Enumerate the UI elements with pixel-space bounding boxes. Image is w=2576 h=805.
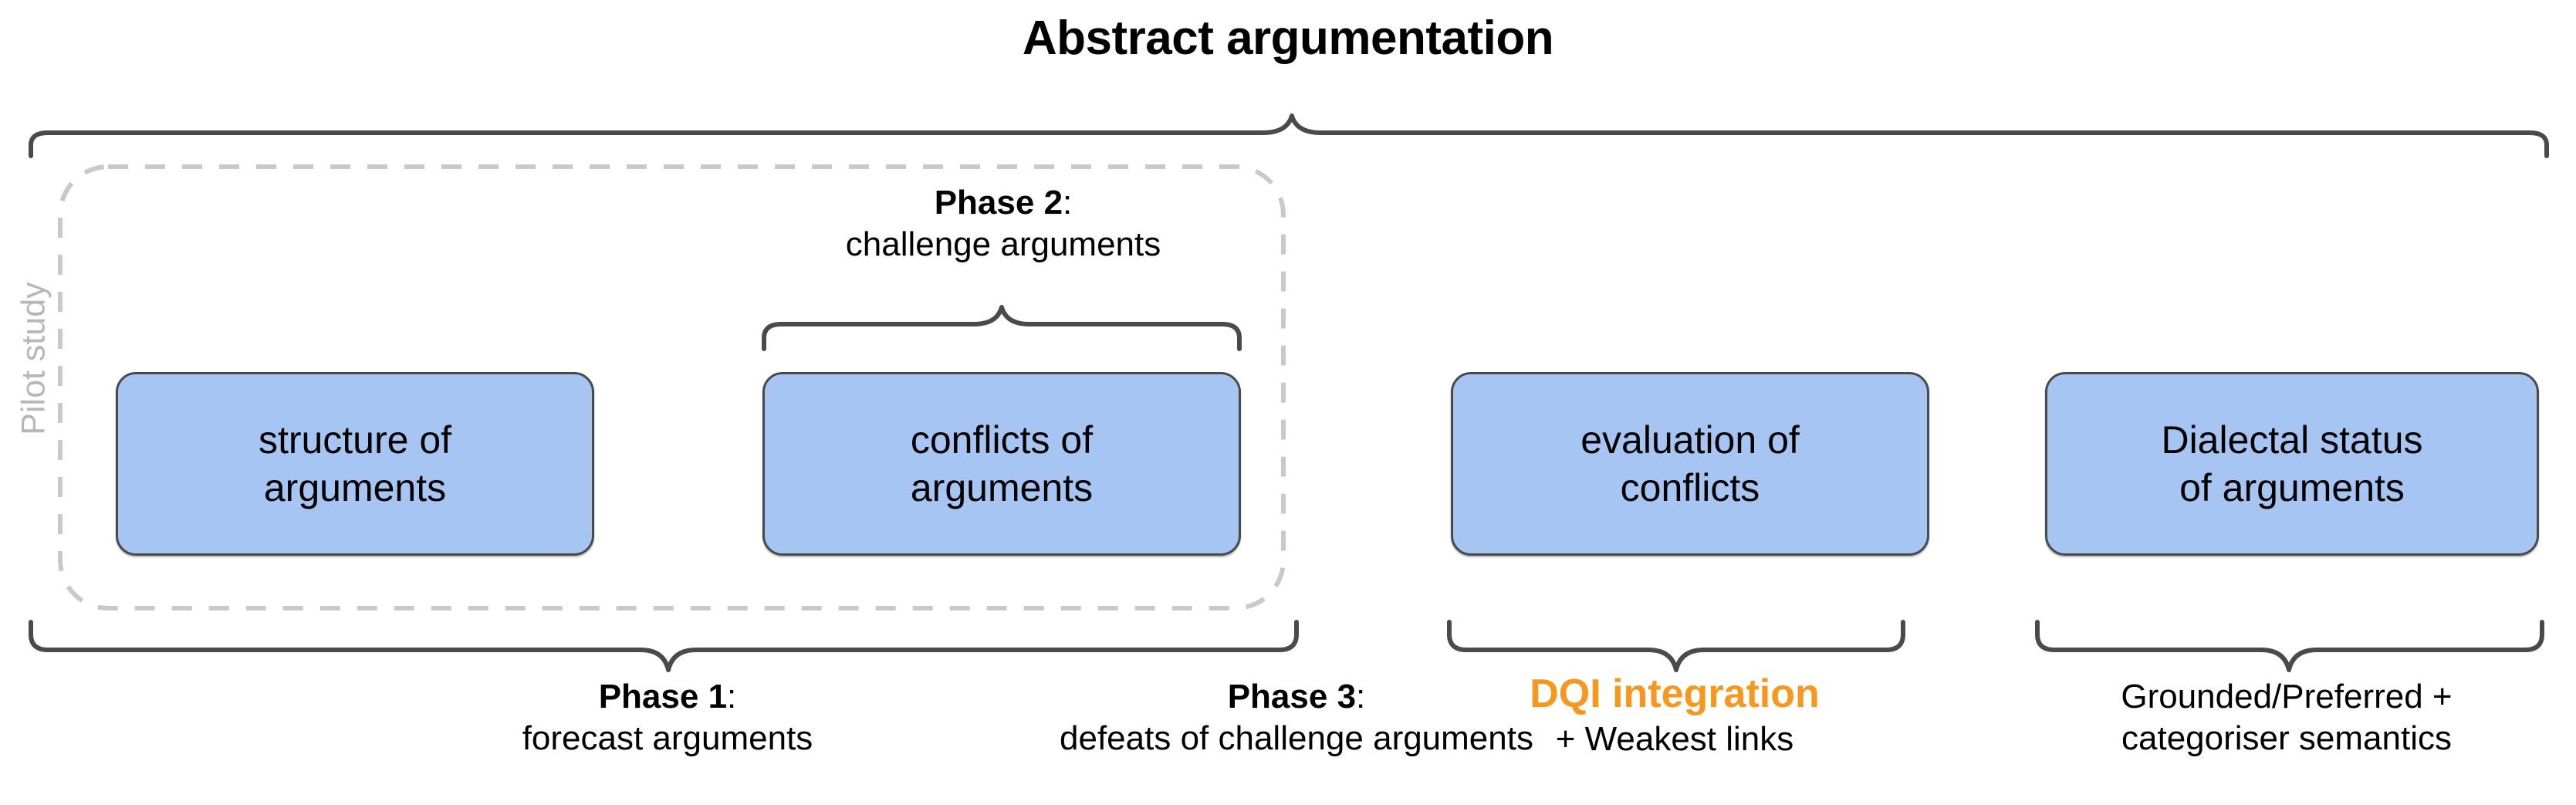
box-dialectal-line1: Dialectal status — [2161, 418, 2423, 462]
phase1-phase3-brace — [29, 620, 1299, 672]
box-conflicts-of-arguments[interactable]: conflicts of arguments — [762, 372, 1241, 556]
box-structure-line2: arguments — [263, 466, 447, 509]
phase2-caption: Phase 2: challenge arguments — [710, 182, 1296, 265]
semantics-caption: Grounded/Preferred + categoriser semanti… — [1997, 676, 2576, 759]
dqi-caption: DQI integration + Weakest links — [1370, 670, 1979, 760]
dqi-caption-head: DQI integration — [1530, 671, 1820, 716]
phase1-caption-sub: forecast arguments — [522, 719, 813, 757]
semantics-caption-line2: categoriser semantics — [2121, 719, 2452, 757]
phase3-caption-sub: defeats of challenge arguments — [1060, 719, 1533, 757]
phase2-caption-sub: challenge arguments — [845, 225, 1161, 263]
phase2-brace — [762, 305, 1242, 351]
phase1-caption-colon: : — [727, 678, 737, 715]
box-dialectal-line2: of arguments — [2179, 466, 2405, 509]
phase3-caption: Phase 3: defeats of challenge arguments — [911, 676, 1682, 759]
box-evaluation-of-conflicts[interactable]: evaluation of conflicts — [1451, 372, 1929, 556]
dqi-caption-sub: + Weakest links — [1555, 720, 1794, 759]
semantics-brace — [2035, 620, 2544, 672]
pilot-study-label: Pilot study — [15, 282, 52, 435]
box-structure-of-arguments[interactable]: structure of arguments — [116, 372, 594, 556]
box-structure-line1: structure of — [258, 418, 452, 462]
phase2-caption-colon: : — [1063, 184, 1073, 222]
box-conflicts-line2: arguments — [910, 466, 1094, 509]
abstract-argumentation-brace — [29, 113, 2549, 158]
box-evaluation-line2: conflicts — [1620, 466, 1760, 509]
phase3-caption-head: Phase 3 — [1227, 678, 1357, 715]
phase3-caption-colon: : — [1356, 678, 1366, 715]
box-evaluation-line1: evaluation of — [1580, 418, 1800, 462]
phase1-caption-head: Phase 1 — [598, 678, 728, 715]
semantics-caption-line1: Grounded/Preferred + — [2121, 678, 2453, 715]
phase1-caption: Phase 1: forecast arguments — [370, 676, 965, 759]
box-dialectal-status-of-arguments[interactable]: Dialectal status of arguments — [2045, 372, 2539, 556]
dqi-brace — [1447, 620, 1905, 672]
phase2-caption-head: Phase 2 — [934, 184, 1063, 222]
page-title: Abstract argumentation — [1022, 12, 1554, 65]
box-conflicts-line1: conflicts of — [910, 418, 1094, 462]
